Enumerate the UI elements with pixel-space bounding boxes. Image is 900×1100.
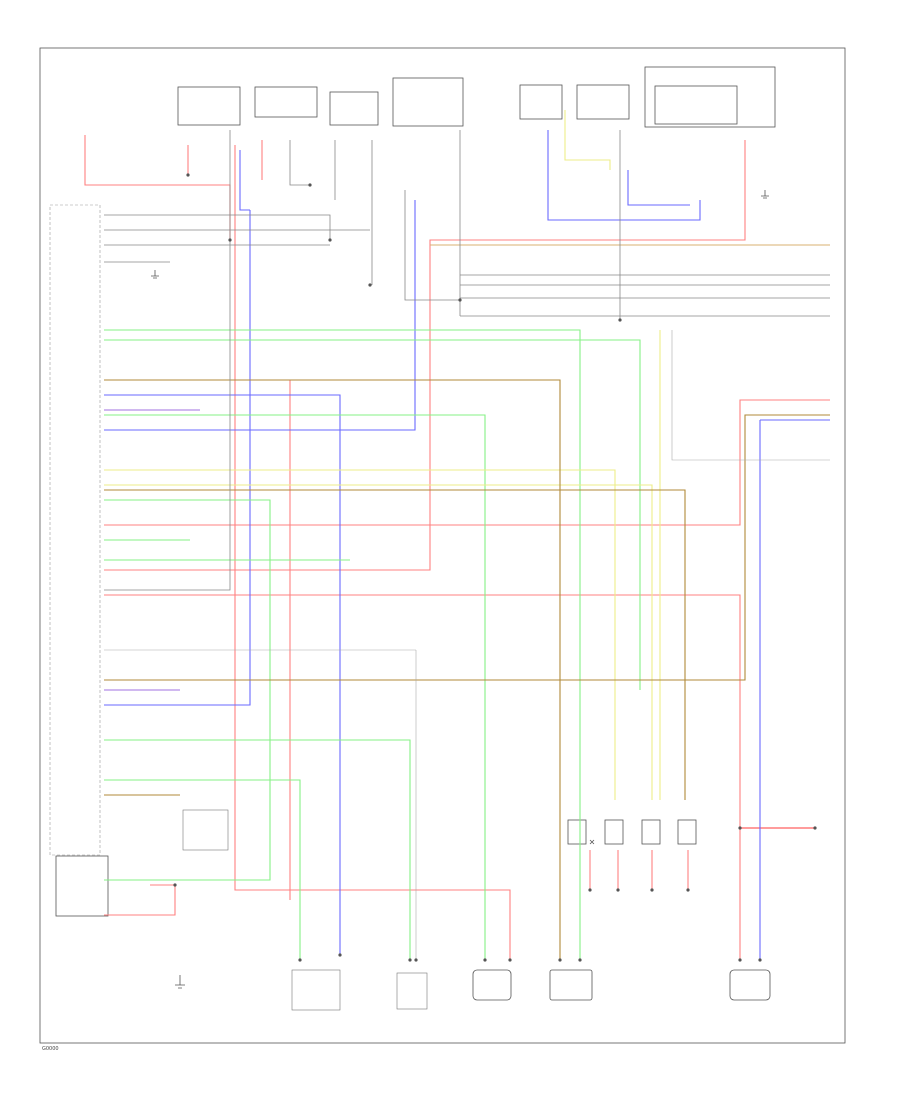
wire-brown-d — [104, 489, 686, 800]
terminal-dot — [588, 888, 592, 892]
relay-box-2 — [254, 86, 318, 118]
relay-box-1 — [177, 86, 241, 126]
wire-yellow-a — [104, 469, 616, 800]
data-link-connector — [55, 855, 109, 917]
engine-control-module — [49, 204, 101, 856]
fuse-box-2 — [576, 84, 630, 120]
ignition-switch-box — [392, 77, 464, 127]
terminal-dot — [578, 958, 582, 962]
terminal-dot — [308, 183, 312, 187]
terminal-dot — [650, 888, 654, 892]
wire-red-a — [84, 135, 231, 240]
wire-blue-a — [104, 394, 341, 955]
left-modules — [49, 204, 428, 1011]
wire-green-a — [104, 329, 581, 960]
wire-gray-j — [404, 190, 460, 301]
oxygen-sensor-3 — [729, 969, 771, 1001]
wire-gray-n — [289, 140, 310, 186]
wire-red-n — [104, 884, 176, 916]
terminal-dot — [738, 958, 742, 962]
terminal-dot — [813, 826, 817, 830]
wire-red-h — [234, 145, 511, 960]
wire-yellow-b — [104, 484, 653, 800]
wires — [84, 110, 830, 960]
wire-blue-g — [759, 419, 830, 960]
wire-blue-c — [239, 150, 250, 211]
diagram-code: G0000 — [42, 1046, 59, 1052]
ecm-relay-box — [644, 66, 776, 128]
diagram-frame — [39, 47, 846, 1044]
terminal-dot — [758, 958, 762, 962]
ground-icon-2 — [761, 190, 769, 199]
injector-2 — [604, 819, 624, 845]
terminal-dot — [618, 318, 622, 322]
terminal-dot — [408, 958, 412, 962]
terminal-dot — [508, 958, 512, 962]
wire-red-g — [104, 140, 746, 571]
terminal-dot — [686, 888, 690, 892]
oxygen-sensor-2 — [549, 969, 593, 1001]
wire-red-d — [104, 379, 291, 900]
wire-green-c — [104, 414, 486, 960]
wire-blue-d — [104, 210, 251, 706]
injector-1 — [567, 819, 587, 845]
junction-dots — [173, 173, 817, 962]
ecm-relay-inner — [654, 85, 738, 125]
wire-green-b — [104, 339, 641, 690]
injector-3 — [641, 819, 661, 845]
terminal-dot — [338, 953, 342, 957]
wire-gray-o — [671, 330, 830, 461]
ground-icon-1 — [151, 270, 159, 279]
wire-red-e — [104, 399, 830, 526]
wire-blue-e — [547, 130, 701, 221]
terminal-dot — [173, 883, 177, 887]
injector-mark-1 — [589, 839, 595, 845]
wire-brown-c — [104, 379, 561, 960]
wire-gray-a — [104, 214, 331, 240]
terminal-dot — [328, 238, 332, 242]
top-components — [177, 66, 776, 128]
wire-brown-a — [104, 414, 830, 681]
terminal-dot — [186, 173, 190, 177]
terminal-dot — [298, 958, 302, 962]
wire-blue-f — [627, 170, 690, 206]
wire-green-g — [104, 499, 271, 881]
terminal-dot — [616, 888, 620, 892]
terminal-dot — [558, 958, 562, 962]
wire-blue-b — [104, 200, 416, 431]
wire-green-e — [104, 739, 411, 960]
injector-4 — [677, 819, 697, 845]
wire-red-f — [104, 594, 741, 960]
terminal-dot — [368, 283, 372, 287]
fuse-box-1 — [519, 84, 563, 120]
wire-green-f — [104, 779, 301, 960]
wire-gray-r — [104, 130, 231, 591]
wire-yellow-c — [564, 110, 611, 170]
immobilizer-block — [396, 972, 428, 1010]
terminal-dot — [228, 238, 232, 242]
oxygen-sensor-1 — [472, 969, 512, 1001]
ground-icon-3 — [175, 975, 185, 989]
multi-connector-block — [291, 969, 341, 1011]
bottom-sensors — [472, 819, 771, 1001]
ground-junction — [182, 809, 229, 851]
terminal-dot — [738, 826, 742, 830]
ground-symbols — [151, 190, 769, 989]
terminal-dot — [458, 298, 462, 302]
terminal-dot — [483, 958, 487, 962]
terminal-dot — [414, 958, 418, 962]
sensor-box — [329, 91, 379, 126]
